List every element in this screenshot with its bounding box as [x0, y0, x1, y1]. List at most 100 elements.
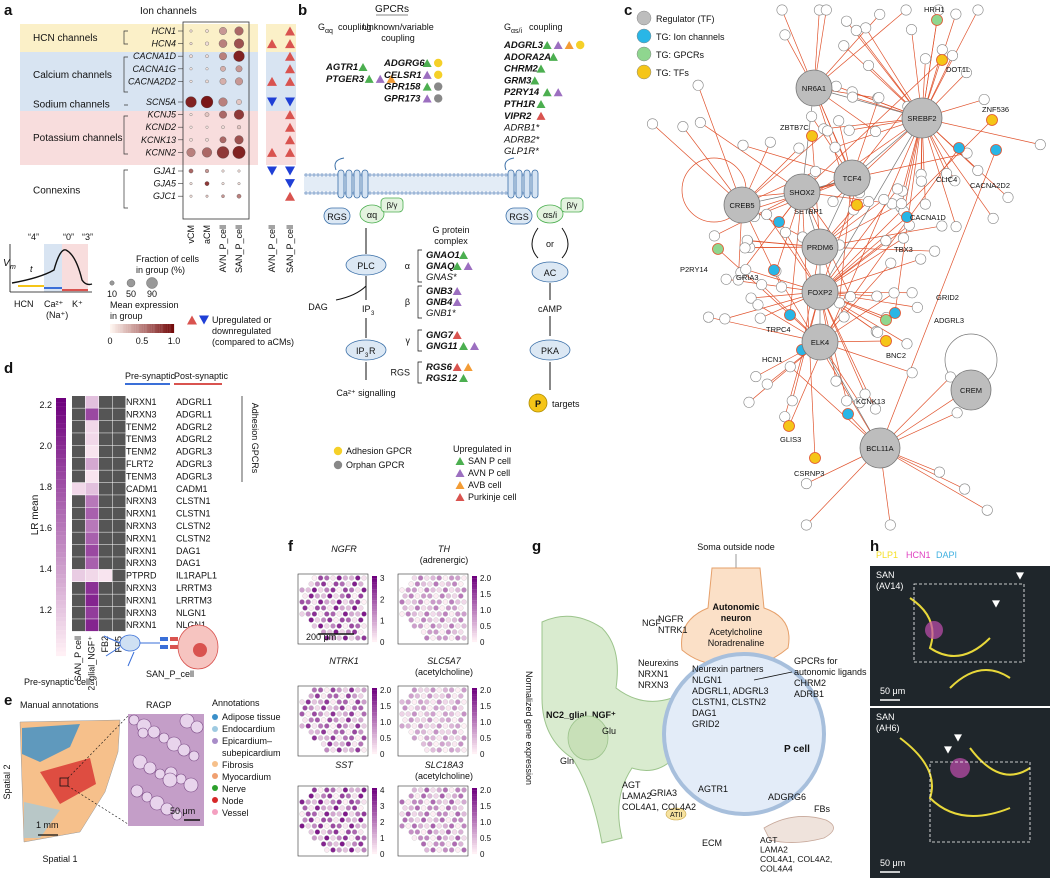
gene-label: KCNK13	[141, 135, 176, 145]
gpcr-col-head-gas-tail: coupling	[529, 22, 563, 32]
spatial-spot	[455, 587, 461, 593]
spatial-spot	[324, 575, 330, 581]
spatial-colorbar-tick: 1.5	[480, 802, 492, 811]
gprotein-marker	[459, 341, 468, 351]
colorbar-step	[56, 475, 66, 480]
spatial-spot	[439, 581, 445, 587]
expression-dot	[189, 42, 193, 46]
ngfr-label: NGFR	[658, 614, 684, 624]
spatial-spot	[314, 617, 321, 623]
highlighted-target-node	[931, 14, 943, 26]
colorbar-step	[56, 595, 66, 601]
microscopy-bottom	[870, 708, 1050, 878]
spatial-spot	[314, 717, 321, 723]
spatial-spot	[355, 847, 361, 853]
legend-colorbar-step	[119, 324, 122, 333]
spatial-spot	[324, 623, 330, 629]
legend-colorbar-step	[137, 324, 139, 333]
receptor-label: ADGRL3	[176, 471, 212, 481]
ap-ysub: m	[10, 264, 16, 271]
inset-box-bottom	[929, 761, 1031, 843]
gria3-label: GRIA3	[650, 788, 677, 798]
heatmap-cell	[72, 557, 85, 570]
gpcr-gene: ADRB1*	[503, 123, 540, 134]
target-gene-node	[860, 22, 872, 34]
annotation-label: Adipose tissue	[222, 712, 281, 722]
spatial-spot	[424, 847, 430, 853]
spatial-spot	[311, 687, 318, 693]
expression-dot	[189, 29, 193, 33]
spatial-spot	[336, 711, 342, 717]
annotation-label: Endocardium	[222, 724, 275, 734]
membrane-lipid	[376, 173, 380, 177]
spatial-spot	[427, 593, 433, 599]
top-sample-label: SAN	[876, 570, 895, 580]
spatial-spot	[339, 829, 345, 835]
spatial-spot	[448, 811, 455, 817]
membrane-lipid	[412, 191, 416, 195]
ap-ion-k: K⁺	[72, 299, 83, 309]
spatial-spot	[436, 611, 442, 617]
ligand-label: NRXN3	[126, 608, 157, 618]
spatial-spot	[327, 741, 333, 747]
membrane-lipid	[408, 173, 412, 177]
membrane-lipid	[456, 191, 460, 195]
spatial-spot	[433, 793, 439, 799]
spatial-spot	[451, 705, 458, 711]
colorbar-step	[56, 557, 66, 562]
spatial-spot	[324, 847, 330, 853]
spatial-spot	[345, 841, 352, 847]
spatial-spot	[327, 593, 333, 599]
spatial-spot	[408, 617, 414, 623]
gpcr-upregulated-marker	[542, 88, 552, 97]
heatmap-cell	[99, 482, 112, 495]
spatial-colorbar-step	[372, 690, 377, 693]
target-gene-node	[901, 338, 913, 350]
gpcr-helix	[531, 169, 539, 199]
spatial-spot	[451, 593, 458, 599]
spatial-spot	[324, 599, 330, 605]
spatial-spot	[402, 705, 408, 711]
gpcr-gene: PTGER3	[326, 74, 365, 85]
spatial-colorbar-tick: 1.0	[480, 606, 492, 615]
spatial-spot	[339, 741, 345, 747]
spatial-spot	[330, 711, 336, 717]
spatial-colorbar-step	[372, 745, 377, 748]
legend-mean-tick: 0	[107, 336, 112, 346]
spatial-spot	[333, 581, 339, 587]
spatial-spot	[330, 847, 336, 853]
spatial-colorbar-tick: 2.0	[480, 786, 492, 795]
spatial-colorbar-step	[472, 587, 477, 590]
ac-node	[531, 261, 569, 283]
colorbar-step	[56, 471, 66, 476]
target-gene-node	[972, 4, 984, 16]
spatial-spot	[320, 841, 327, 847]
colorbar-step	[56, 638, 66, 644]
spatial-spot	[439, 729, 445, 735]
membrane-lipid	[332, 191, 336, 195]
membrane-lipid	[468, 191, 472, 195]
spatial-colorbar-step	[372, 701, 377, 704]
white-arrowhead	[992, 600, 1000, 608]
colorbar-step	[56, 544, 66, 549]
legend-colorbar-step	[129, 324, 131, 333]
spatial-spot	[424, 787, 430, 793]
receptor-label: LRRTM3	[176, 595, 212, 605]
heatmap-cell	[85, 606, 99, 619]
ligand-label: NRXN1	[126, 509, 157, 519]
legend-colorbar-step	[114, 324, 117, 333]
gpcr-col-head-gaq: G	[318, 22, 325, 32]
legend-colorbar-step	[158, 324, 160, 333]
colorbar-step	[56, 423, 66, 429]
spatial-spot	[411, 587, 418, 593]
heatmap-cell	[72, 433, 85, 446]
spatial-spot	[455, 823, 461, 829]
receptor-label: CADM1	[176, 484, 208, 494]
colorbar-step	[56, 613, 66, 618]
colorbar-step	[56, 458, 66, 463]
upregulated-arrow	[285, 122, 295, 132]
spatial-spot	[351, 593, 358, 599]
membrane-lipid	[412, 173, 416, 177]
spatial-spot	[336, 575, 342, 581]
spatial-colorbar-step	[472, 578, 477, 581]
